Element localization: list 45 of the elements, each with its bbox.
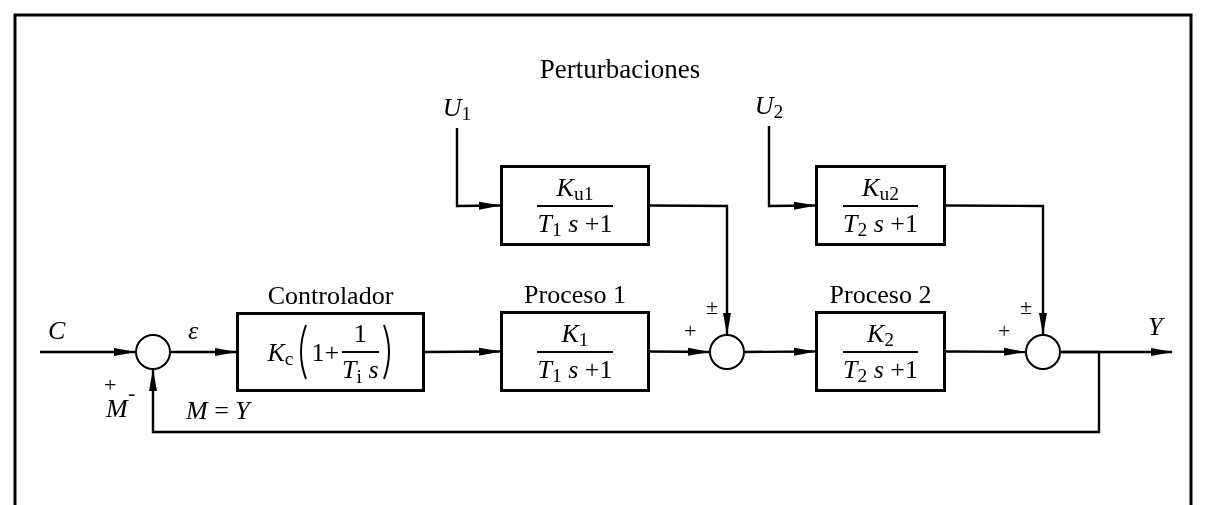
diagram-title: Perturbaciones [538,56,702,83]
sign-label: ± [706,296,719,318]
input-signal-label: U$_{1}$ [442,91,472,127]
signal-label: Y [1148,314,1163,340]
sign-label: + [104,374,117,396]
summing-junction [1025,334,1061,370]
signal-label: C [48,318,66,344]
summing-junction [135,334,171,370]
denominator: T$_{1}$ s +1 [537,208,613,238]
numerator: K$_{u2}$ [862,172,899,202]
arrow [455,128,501,210]
sign-label: - [128,382,136,404]
block-heading: Proceso 2 [829,282,932,308]
transfer-function-block [815,165,946,246]
numerator: K$_{1}$ [561,318,589,348]
arrow [650,347,710,356]
arrow [149,350,1101,434]
signal-label: ε [188,318,199,344]
arrow [745,347,816,356]
arrow [946,347,1026,356]
denominator: T$_{i}$ s [342,355,379,384]
numerator: K$_{u1}$ [556,172,594,202]
sign-label: + [998,320,1011,342]
denominator: T$_{1}$ s +1 [537,354,613,384]
block-heading: Proceso 1 [524,282,626,308]
arrow [425,347,501,356]
transfer-function-block [500,165,650,246]
sum-term: 1+ [311,336,340,369]
arrow [650,204,731,335]
numerator: K$_{2}$ [866,318,895,348]
sign-label: + [684,320,697,342]
denominator: T$_{2}$ s +1 [843,354,918,384]
sign-label: ± [1020,296,1033,318]
denominator: T$_{2}$ s +1 [843,208,918,238]
gain-term: K$_{c}$ [267,336,294,372]
arrow [946,204,1047,335]
numerator: 1 [353,319,367,348]
summing-junction [709,334,745,370]
signal-label: M [106,396,128,422]
arrow [767,126,816,210]
input-signal-label: U$_{2}$ [754,89,784,125]
arrow [171,348,237,356]
signal-label: M = Y [186,398,250,424]
block-heading: Controlador [267,283,394,309]
arrow [40,348,136,356]
